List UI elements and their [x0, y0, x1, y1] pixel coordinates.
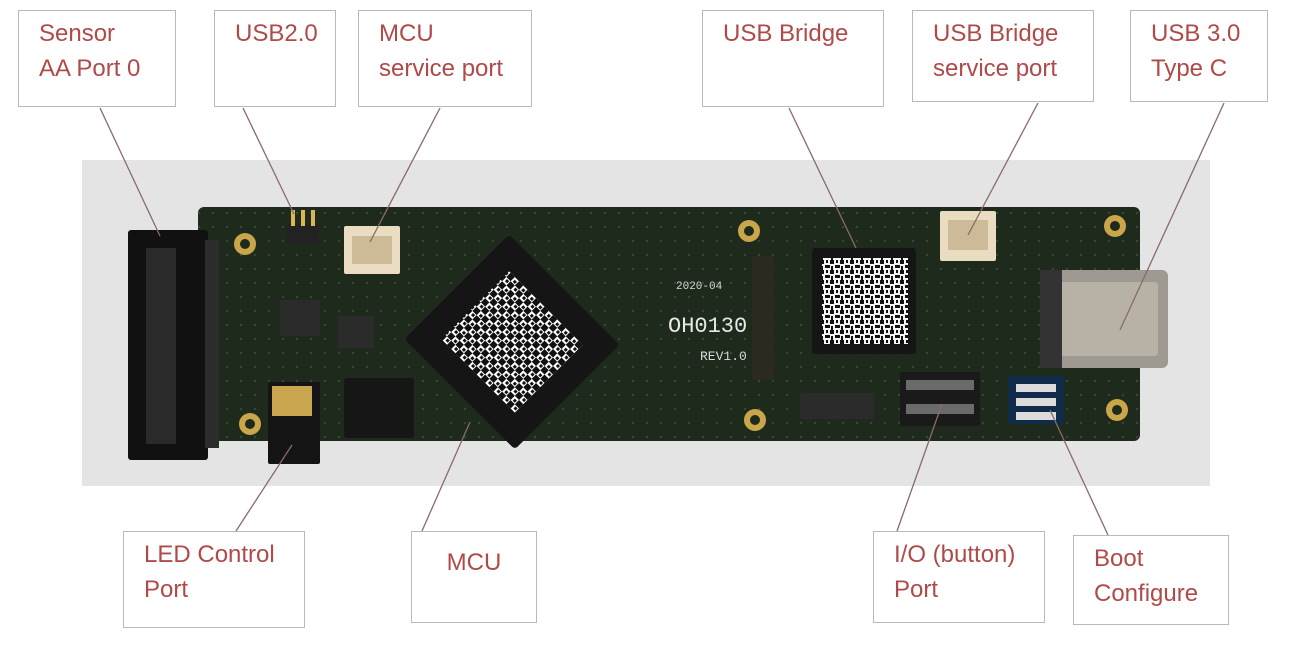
callout-line: service port — [933, 54, 1058, 82]
leader-line-boot — [1049, 409, 1109, 536]
leader-line-usb2 — [242, 107, 295, 215]
callout-line: Port — [144, 575, 189, 603]
leader-lines — [99, 102, 1225, 536]
callout-line: Port — [894, 575, 939, 603]
callout-line: Configure — [1094, 579, 1199, 607]
mounting-hole — [245, 419, 255, 429]
leader-line-usb3 — [1119, 102, 1225, 331]
callout-line: MCU — [446, 549, 502, 576]
usb3-typec-shell — [1054, 282, 1158, 356]
io-button-pins — [906, 380, 974, 390]
leader-line-mcu — [421, 421, 471, 532]
callout-usb-bridge-service-port: USB Bridge service port — [912, 10, 1094, 102]
mounting-hole — [1112, 405, 1122, 415]
mcu-service-connector-inner — [352, 236, 392, 264]
board-date-text: 2020-04 — [676, 281, 723, 293]
boot-dip-lever — [1016, 412, 1056, 420]
sensor-connector-slot — [146, 248, 176, 444]
callout-sensor-aa-port-0: Sensor AA Port 0 — [18, 10, 176, 107]
mcu-qr-label — [441, 271, 583, 413]
boot-dip-lever — [1016, 384, 1056, 392]
callout-line: Sensor — [39, 20, 116, 47]
sensor-connector-pins — [205, 240, 219, 448]
callout-led-control-port: LED Control Port — [123, 531, 305, 628]
leader-line-io — [896, 403, 943, 532]
leader-line-mcusp — [369, 107, 441, 243]
mounting-hole — [1110, 221, 1120, 231]
callout-mcu: MCU — [411, 531, 537, 623]
callout-line: Boot — [1094, 545, 1144, 572]
usb3-typec-dark — [1040, 270, 1062, 368]
led-control-pins — [272, 386, 312, 416]
leader-line-led — [235, 444, 293, 532]
callout-usb3-type-c: USB 3.0 Type C — [1130, 10, 1268, 102]
callout-boot-configure: Boot Configure — [1073, 535, 1229, 625]
ic-small — [338, 316, 374, 348]
leader-line-bridge — [788, 107, 857, 249]
ic-small — [280, 300, 320, 336]
fpc-connector — [800, 393, 874, 419]
callout-usb-bridge: USB Bridge — [702, 10, 884, 107]
callout-line: LED Control — [144, 541, 275, 568]
leader-line-bridgesp — [967, 102, 1039, 236]
callout-line: service port — [379, 54, 504, 82]
mounting-hole — [744, 226, 754, 236]
board-revision-text: REV1.0 — [700, 349, 747, 364]
callout-line: AA Port 0 — [39, 54, 141, 82]
callout-line: USB 3.0 — [1151, 20, 1241, 47]
usb2-pin — [301, 210, 305, 226]
callout-line: Type C — [1151, 54, 1228, 82]
callout-line: USB Bridge — [723, 20, 849, 47]
callout-mcu-service-port: MCU service port — [358, 10, 532, 107]
board-part-text: OH0130 — [668, 314, 747, 339]
usb-bridge-qr-label — [822, 258, 908, 344]
boot-dip-lever — [1016, 398, 1056, 406]
callout-line: USB2.0 — [235, 20, 318, 47]
mounting-hole — [750, 415, 760, 425]
callout-line: USB Bridge — [933, 20, 1059, 47]
leader-line-sensor — [99, 107, 161, 237]
ic-regulator — [344, 378, 414, 438]
callout-line: I/O (button) — [894, 541, 1016, 568]
usb2-header — [287, 224, 319, 244]
callout-io-button-port: I/O (button) Port — [873, 531, 1045, 623]
usb2-pin — [311, 210, 315, 226]
callout-line: MCU — [379, 20, 434, 47]
callout-usb2: USB2.0 — [214, 10, 336, 107]
vertical-connector — [752, 256, 774, 380]
usb2-pin — [291, 210, 295, 226]
mounting-hole — [240, 239, 250, 249]
